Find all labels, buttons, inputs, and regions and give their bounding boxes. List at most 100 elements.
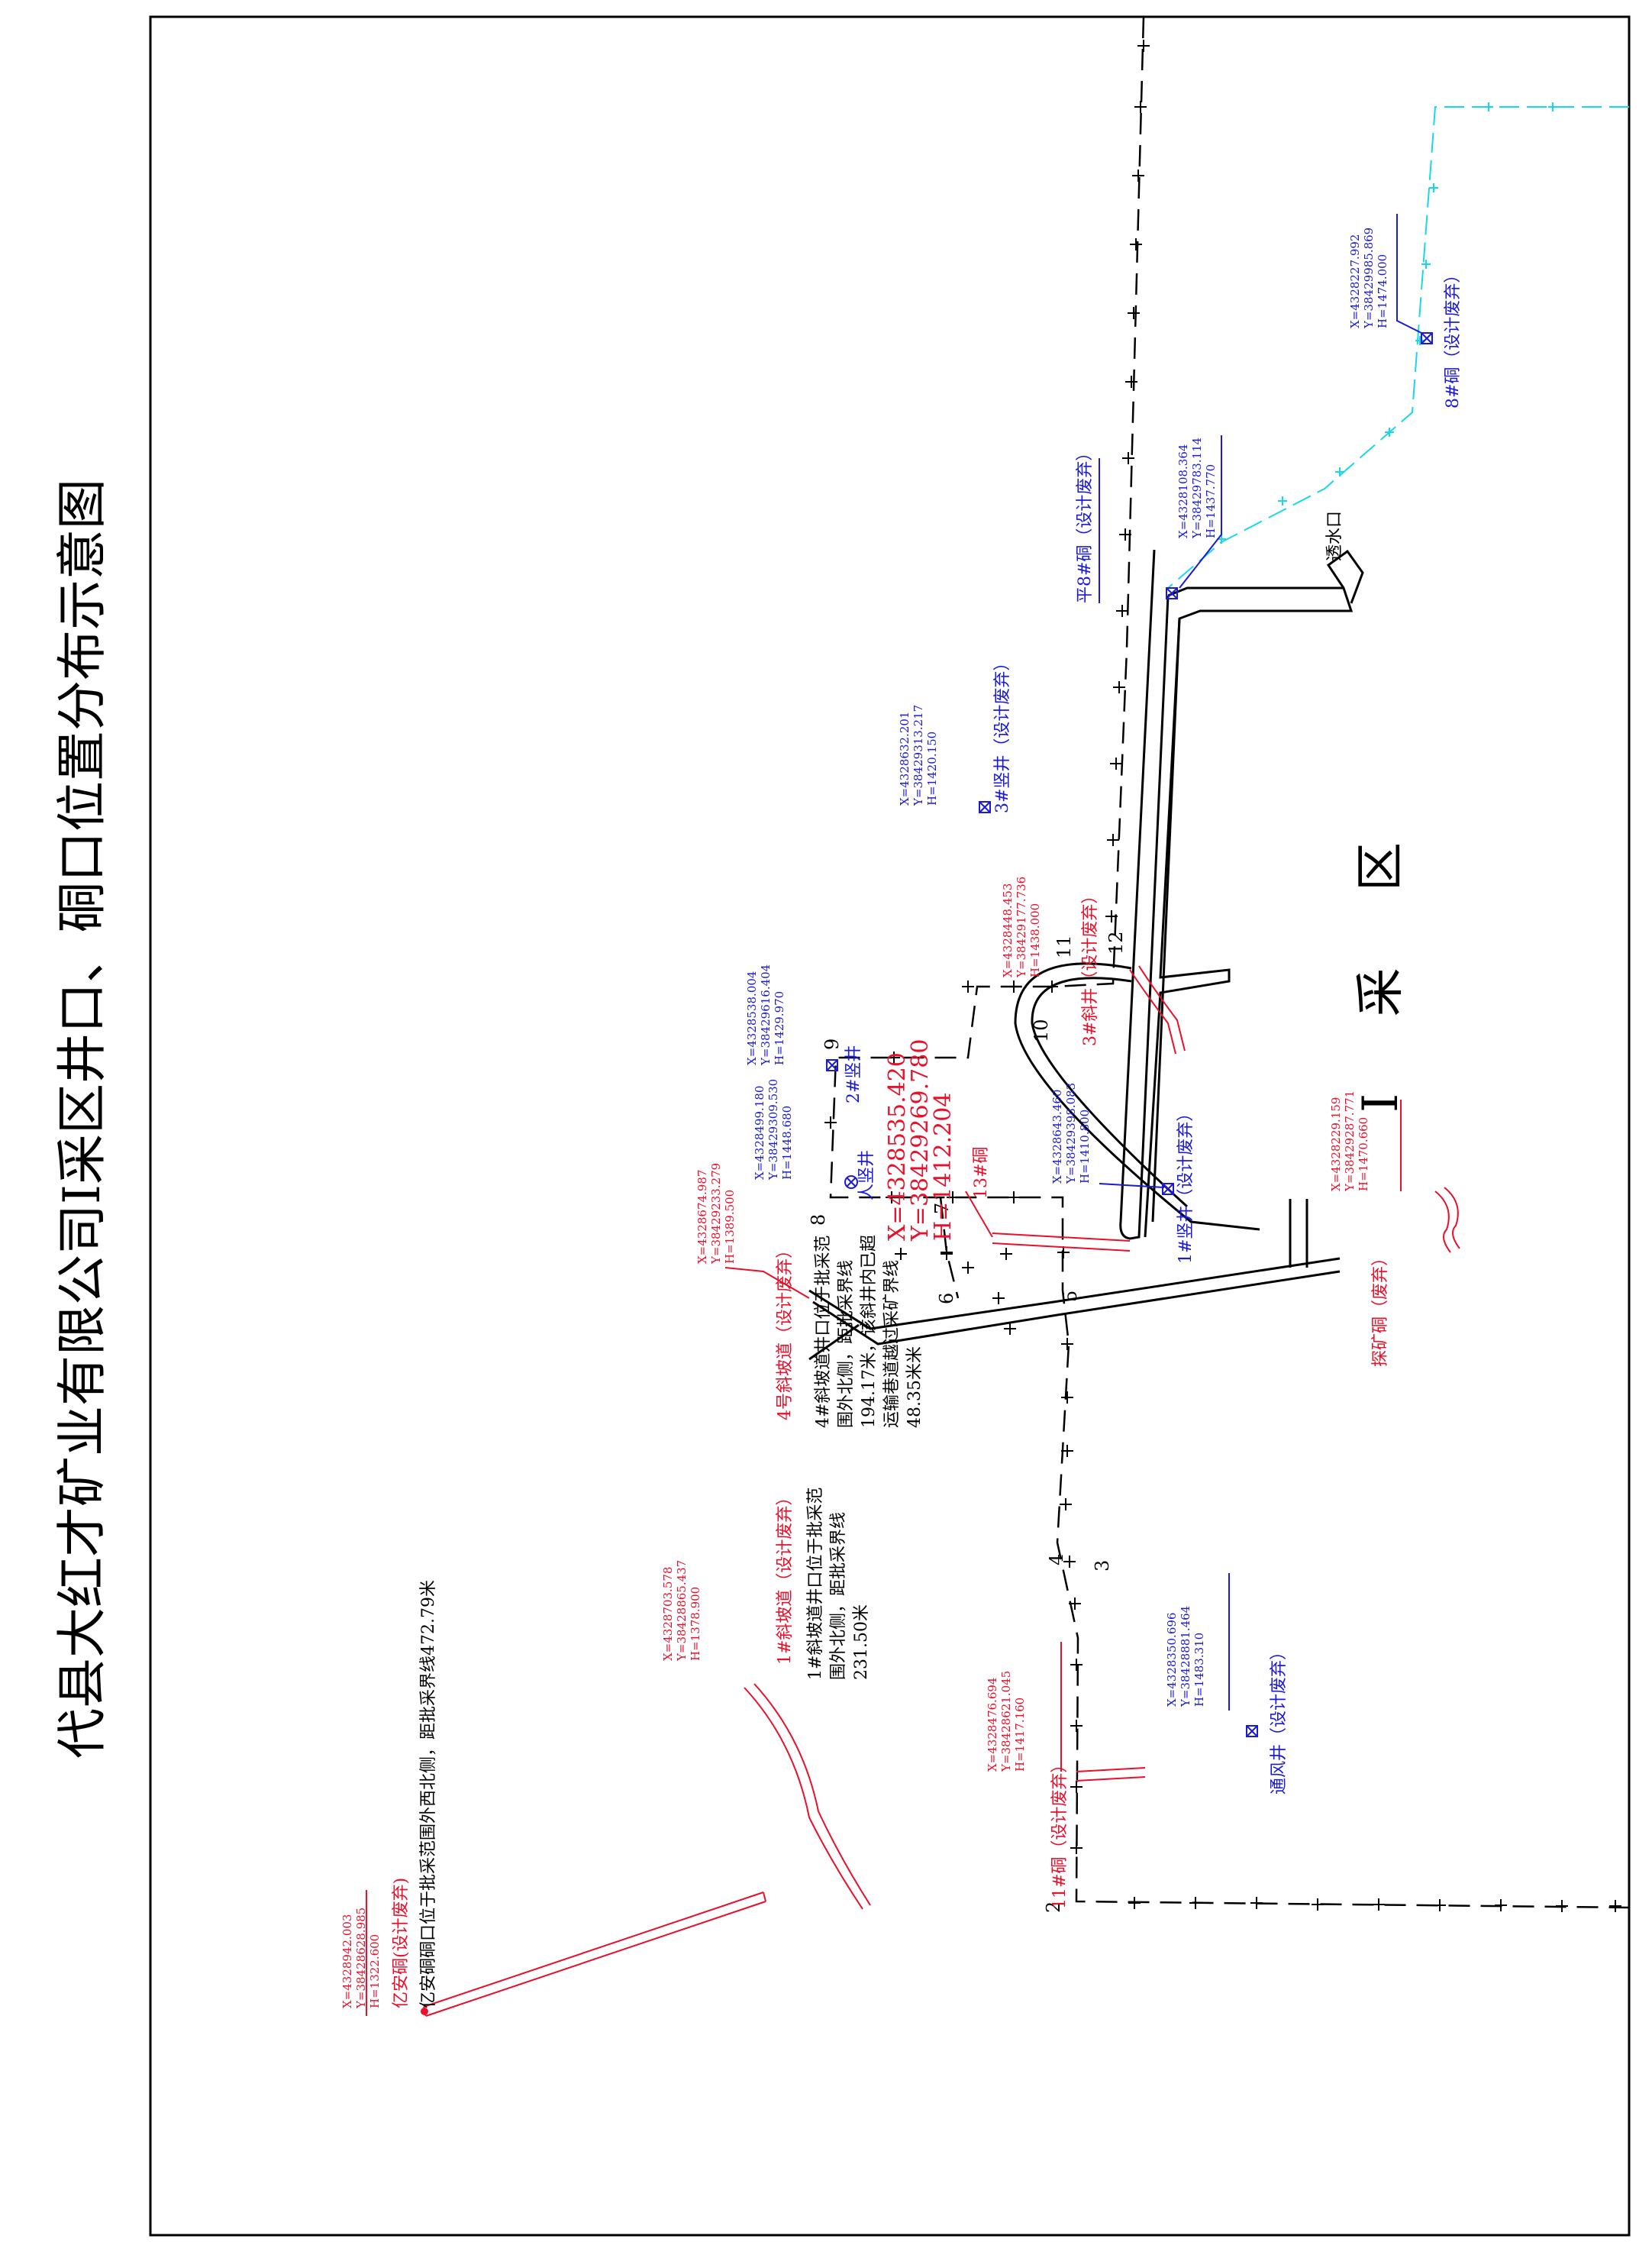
explore-x: X=4328229.159 — [1329, 1097, 1343, 1191]
toushui-name: 透水口 — [1325, 511, 1344, 561]
incline4-note-1: 4#斜坡道井口位于批采范 — [814, 1236, 833, 1428]
shaft2-y: Y=38429616.404 — [759, 964, 773, 1066]
shaft1-name: 1#竖井（设计废弃） — [1176, 1105, 1195, 1264]
explore-name: 探矿硐（废弃） — [1371, 1249, 1390, 1367]
ping8-x: X=4328108.364 — [1176, 444, 1190, 538]
shaft2-name: 2#竖井 — [844, 1045, 863, 1103]
vent-h: H=1483.310 — [1192, 1633, 1206, 1707]
adit8-h: H=1474.000 — [1376, 254, 1389, 328]
boundary-point-labels: 2 3 4 5 6 7 8 9 10 11 12 — [808, 931, 1127, 1913]
point-9: 9 — [821, 1039, 843, 1050]
point-2: 2 — [1043, 1901, 1064, 1913]
adit11-x: X=4328476.694 — [986, 1678, 999, 1772]
incline1-name: 1#斜坡道（设计废弃） — [776, 1489, 795, 1665]
incline1-x: X=4328703.578 — [661, 1567, 675, 1661]
point-12: 12 — [1105, 931, 1127, 955]
ping8-icon — [1166, 587, 1178, 599]
zone-label: Ⅰ 采 区 — [1353, 812, 1409, 1113]
map-frame — [149, 15, 1631, 2237]
adit13-x: X=4328535.420 — [884, 1052, 911, 1241]
shaft2-icon — [826, 1059, 838, 1071]
feature-toushui: 透水口 — [1325, 511, 1344, 561]
shaft3-h: H=1420.150 — [925, 732, 939, 806]
yian-name: 亿安硐(设计废弃) — [392, 1878, 411, 2008]
yian-adit-mouth-icon — [421, 2008, 428, 2015]
feature-incline-3: X=4328448.453 Y=38429177.736 H=1438.000 … — [1001, 877, 1186, 1055]
incline1-note-3: 231.50米 — [852, 1604, 871, 1680]
feature-vent-shaft: X=4328350.696 Y=38428881.464 H=1483.310 … — [1165, 1573, 1289, 1795]
shaft3-y: Y=38429313.217 — [912, 705, 925, 806]
ren-x: X=4328499.180 — [753, 1086, 766, 1180]
inner-crosses — [895, 1248, 1016, 1335]
map-title-text: 代县大红才矿业有限公司Ⅰ采区井口、硐口位置分布示意图 — [53, 479, 111, 1759]
incline4-note-2: 围外北侧，距批采界线 — [837, 1260, 856, 1428]
feature-shaft-2: X=4328538.004 Y=38429616.404 H=1429.970 … — [745, 964, 863, 1103]
incline1-y: Y=38428865.437 — [675, 1560, 689, 1662]
adit13-y: Y=38429269.780 — [907, 1039, 934, 1242]
mining-boundary — [829, 16, 1630, 1909]
shaft3-name: 3#竖井（设计废弃） — [993, 654, 1012, 813]
feature-shaft-3: X=4328632.201 Y=38429313.217 H=1420.150 … — [898, 654, 1012, 813]
incline3-y: Y=38429177.736 — [1015, 877, 1028, 978]
tunnel-network — [808, 549, 1364, 1361]
zone-label-text: Ⅰ 采 区 — [1353, 812, 1409, 1113]
point-7: 7 — [931, 1203, 953, 1214]
incline3-name: 3#斜井（设计废弃） — [1081, 887, 1100, 1046]
incline4-x: X=4328674.987 — [695, 1170, 709, 1264]
adit8-x: X=4328227.992 — [1348, 234, 1362, 328]
shaft3-x: X=4328632.201 — [898, 712, 912, 806]
ren-name: 人竖井 — [857, 1150, 876, 1200]
point-11: 11 — [1053, 935, 1075, 958]
ren-h: H=1448.680 — [780, 1106, 794, 1180]
ping8-h: H=1437.770 — [1204, 464, 1218, 538]
adit11-y: Y=38428621.045 — [999, 1671, 1013, 1772]
incline1-note-2: 围外北侧，距批采界线 — [829, 1512, 848, 1680]
feature-ping8-adit: X=4328108.364 Y=38429783.114 H=1437.770 … — [1076, 435, 1222, 603]
incline1-h: H=1378.900 — [689, 1587, 702, 1661]
feature-incline-4: X=4328674.987 Y=38429233.279 H=1389.500 … — [695, 1163, 924, 1428]
point-4: 4 — [1046, 1554, 1067, 1565]
ren-shaft-icon — [844, 1175, 858, 1189]
feature-adit-11: X=4328476.694 Y=38428621.045 H=1417.160 … — [986, 1642, 1146, 1909]
ren-y: Y=38429309.530 — [766, 1079, 780, 1181]
feature-explore-adit: X=4328229.159 Y=38429287.771 H=1470.660 … — [1329, 1090, 1460, 1367]
adit8-y: Y=38429985.869 — [1362, 228, 1376, 329]
shaft1-icon — [1162, 1183, 1174, 1195]
incline3-h: H=1438.000 — [1028, 903, 1042, 977]
point-8: 8 — [808, 1214, 829, 1226]
shaft1-x: X=4328643.460 — [1050, 1090, 1064, 1184]
incline3-x: X=4328448.453 — [1001, 884, 1015, 977]
feature-shaft-1: X=4328643.460 Y=38429398.083 H=1410.800 … — [1050, 1083, 1195, 1264]
adit11-name: 11#硐（设计废弃） — [1050, 1756, 1070, 1909]
vent-y: Y=38428881.464 — [1179, 1606, 1192, 1707]
shaft2-x: X=4328538.004 — [745, 971, 759, 1065]
map-title: 代县大红才矿业有限公司Ⅰ采区井口、硐口位置分布示意图 — [53, 479, 111, 1759]
shaft1-h: H=1410.800 — [1078, 1110, 1092, 1184]
explore-y: Y=38429287.771 — [1343, 1090, 1357, 1192]
vent-name: 通风井（设计废弃） — [1270, 1643, 1289, 1795]
adit13-name: 13#硐 — [972, 1147, 991, 1199]
boundary-crosses — [824, 40, 1621, 1912]
cyan-line — [1167, 102, 1629, 589]
adit8-name: 8#硐（设计废弃） — [1444, 267, 1463, 409]
incline4-y: Y=38429233.279 — [709, 1163, 723, 1265]
point-6: 6 — [936, 1293, 957, 1304]
ping8-y: Y=38429783.114 — [1190, 438, 1204, 539]
explore-h: H=1470.660 — [1357, 1117, 1370, 1191]
vent-x: X=4328350.696 — [1165, 1613, 1179, 1707]
adit13-h: H=1412.204 — [930, 1093, 957, 1241]
incline4-note-3: 194.17米，该斜井内已超 — [860, 1235, 879, 1428]
incline4-note-5: 48.35米米 — [905, 1346, 924, 1428]
vent-shaft-icon — [1246, 1725, 1258, 1737]
feature-adit-13: X=4328535.420 Y=38429269.780 H=1412.204 … — [884, 1039, 1131, 1252]
yian-h: H=1322.600 — [368, 1934, 382, 2008]
shaft1-y: Y=38429398.083 — [1064, 1083, 1078, 1184]
shaft2-h: H=1429.970 — [773, 991, 786, 1065]
adit11-h: H=1417.160 — [1013, 1698, 1027, 1772]
incline1-note-1: 1#斜坡道井口位于批采范 — [806, 1488, 825, 1680]
yian-x: X=4328942.003 — [340, 1914, 354, 2008]
incline4-note-4: 运输巷道越过采矿界线 — [882, 1260, 902, 1428]
incline4-name: 4号斜坡道（设计废弃） — [776, 1242, 795, 1420]
feature-adit-8: X=4328227.992 Y=38429985.869 H=1474.000 … — [1348, 214, 1463, 409]
